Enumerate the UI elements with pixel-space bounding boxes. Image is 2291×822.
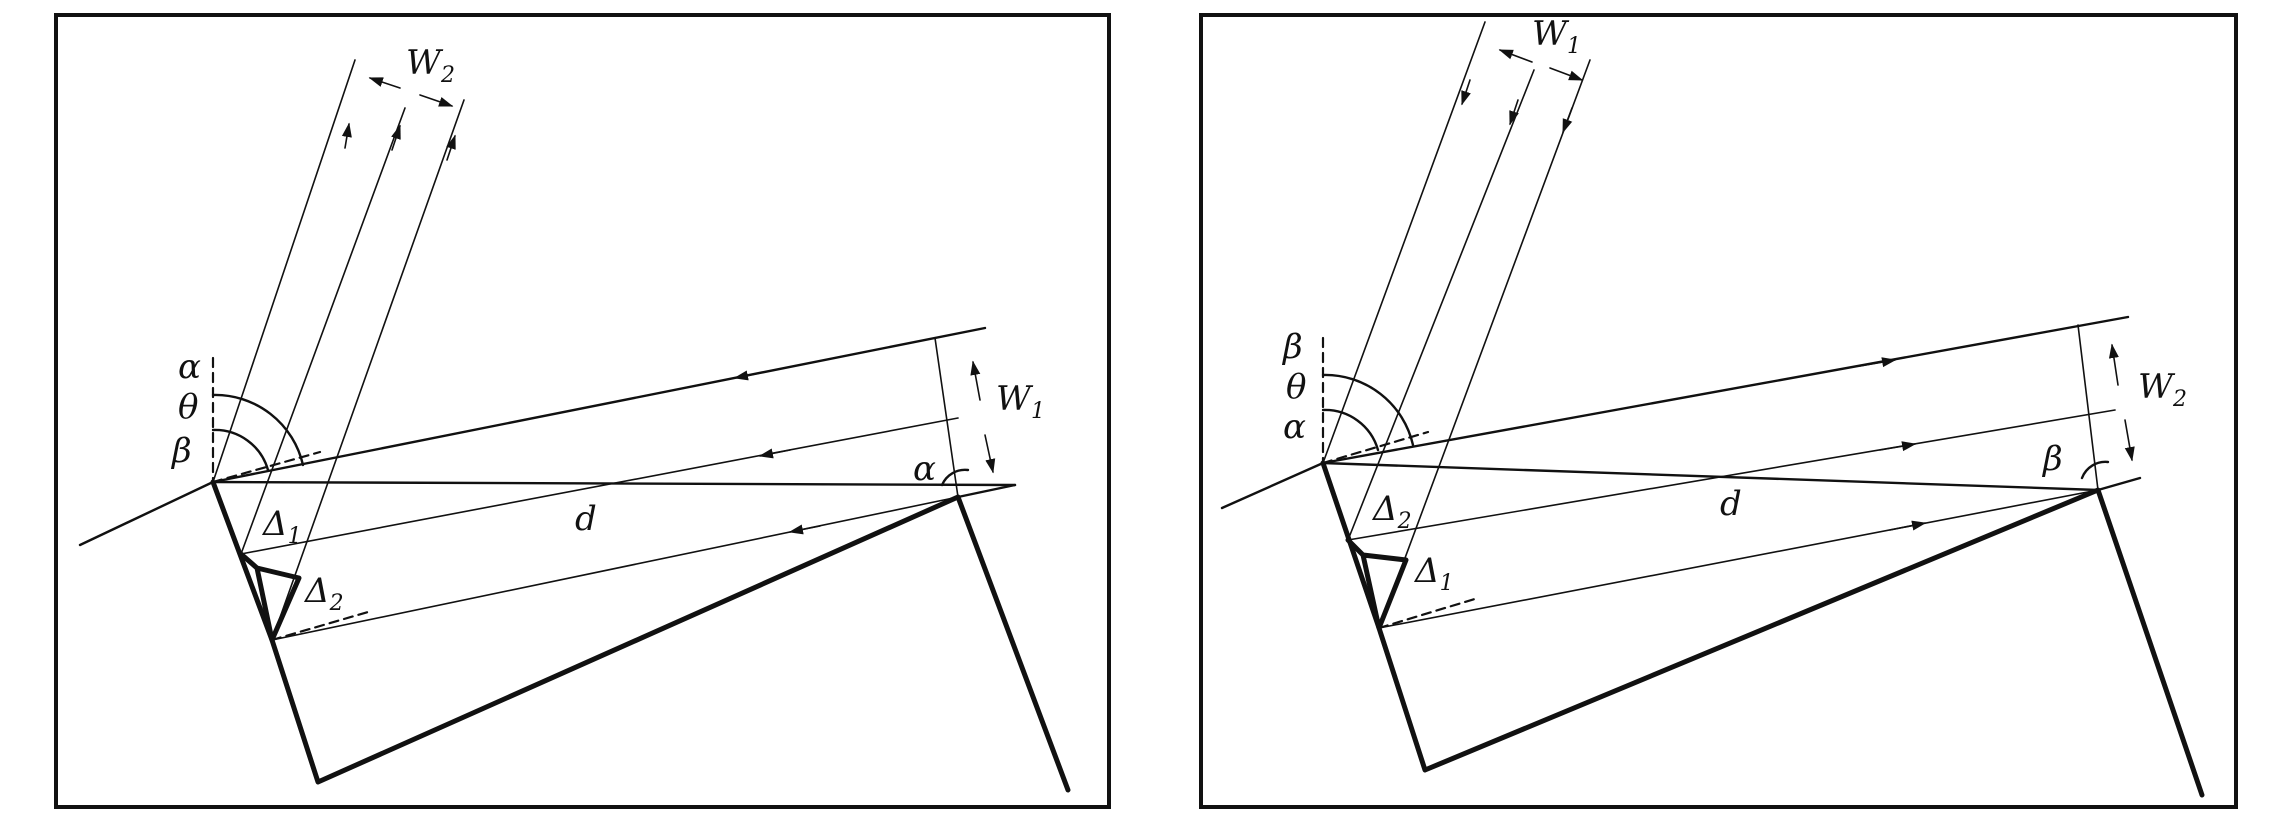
right-label-theta: θ (1286, 367, 1306, 407)
left-beam-slant-3 (271, 99, 465, 641)
left-beam-slant-2-arrow (391, 124, 401, 151)
right-label-beta-right: β (2041, 439, 2063, 479)
right-w2-arrow-up (2108, 343, 2119, 386)
right-label-delta2: Δ2 (1371, 489, 1412, 534)
right-arc-alpha (1321, 408, 1380, 452)
right-middle-surface (1321, 461, 2100, 492)
right-beam-slant-3-arrow (1562, 107, 1573, 134)
left-beam-slant-1-arrow (341, 122, 352, 149)
left-w2-arrow-left (368, 77, 401, 89)
left-beam-top-arrow (733, 370, 766, 381)
right-arc-beta-right (2080, 460, 2110, 480)
right-panel-frame (1199, 13, 2238, 809)
right-beam-slant-2-arrow (1509, 99, 1519, 126)
right-beam-top-arrow (1859, 357, 1897, 368)
left-beam-slant-3-arrow (446, 134, 456, 161)
right-prism-outline (1320, 460, 2205, 798)
right-label-w2: W2 (2138, 367, 2187, 412)
left-prism-outline (210, 479, 1071, 793)
left-beam-bottom (271, 496, 959, 641)
left-surface-line (78, 480, 215, 547)
left-beam-slant-2 (240, 107, 406, 555)
right-surface-line (1220, 461, 1325, 510)
left-dashed-upper (211, 450, 322, 484)
right-beam-slant-1 (1322, 21, 1486, 464)
right-label-alpha: α (1283, 407, 1306, 447)
left-arc-alpha-right (940, 468, 970, 487)
right-dashed-lower (1377, 596, 1480, 630)
left-label-delta2: Δ2 (303, 571, 344, 616)
left-w1-perpendicular (934, 337, 959, 498)
right-panel: β θ α β d W1 W2 Δ2 Δ1 (1199, 13, 2238, 809)
left-w1-arrow-up (970, 360, 981, 401)
right-label-w1: W1 (1532, 14, 1581, 59)
right-beam-slant-2 (1347, 69, 1535, 541)
left-dashed-lower (270, 610, 370, 642)
right-beam-middle-arrow (1879, 441, 1917, 452)
left-arc-beta (211, 428, 270, 472)
left-beam-bottom-arrow (788, 524, 821, 535)
left-w2-arrow-right (419, 94, 454, 107)
left-label-alpha-right: α (913, 449, 936, 489)
right-beam-bottom (1378, 489, 2099, 629)
right-beam-slant-3 (1378, 59, 1591, 629)
left-beam-top (212, 327, 986, 483)
right-right-face (2096, 476, 2142, 492)
right-beam-middle (1347, 409, 2116, 541)
left-label-alpha: α (178, 347, 201, 387)
right-label-beta: β (1281, 327, 1303, 367)
left-right-face (956, 483, 1017, 499)
left-beam-middle (240, 417, 959, 555)
left-label-w1: W1 (996, 379, 1045, 424)
left-roof-reflector (238, 551, 302, 643)
left-beam-slant-1 (212, 59, 356, 483)
right-beam-top (1322, 316, 2129, 464)
left-arc-theta (211, 393, 305, 467)
right-w1-arrow-right (1549, 67, 1584, 81)
right-w2-arrow-down (2124, 419, 2135, 462)
left-label-beta: β (170, 431, 192, 471)
left-label-w2: W2 (406, 43, 455, 88)
right-roof-reflector (1345, 537, 1409, 631)
right-label-delta1: Δ1 (1413, 551, 1454, 596)
left-w1-arrow-down (984, 434, 996, 474)
left-panel-frame (54, 13, 1111, 809)
left-beam-middle-arrow (758, 448, 791, 459)
left-label-theta: θ (178, 387, 198, 427)
left-panel: α θ β α d W2 W1 Δ1 Δ2 (54, 13, 1111, 809)
right-label-d: d (1720, 484, 1742, 524)
right-w1-arrow-left (1498, 49, 1533, 63)
right-beam-slant-1-arrow (1461, 79, 1471, 106)
right-w2-perpendicular (2077, 324, 2099, 491)
left-label-delta1: Δ1 (261, 504, 302, 549)
right-beam-bottom-arrow (1889, 520, 1927, 531)
left-label-d: d (575, 499, 597, 539)
right-arc-theta (1321, 373, 1415, 447)
